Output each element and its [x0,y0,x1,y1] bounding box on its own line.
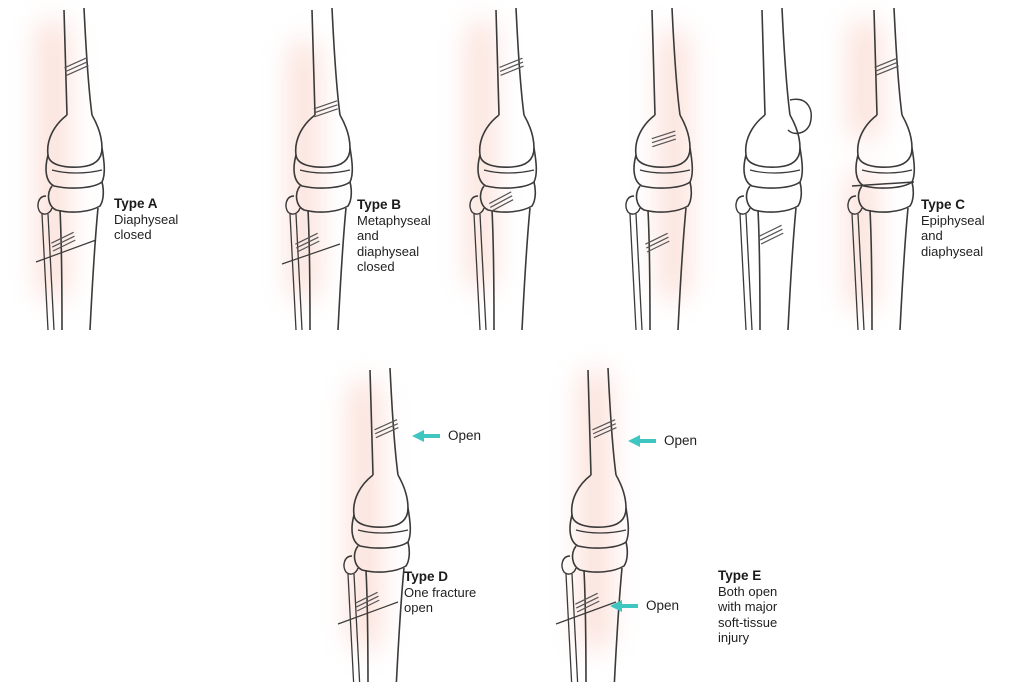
caption-line: injury [718,630,750,645]
open-label-d: Open [448,428,482,443]
caption-type-c: Type C Epiphyseal and diaphyseal [921,197,985,259]
leg-type-b [281,7,354,331]
open-arrow-e-top [628,435,656,447]
leg-type-e [555,367,630,682]
caption-type-e: Type E Both open with major soft-tissue … [718,568,777,646]
caption-line: diaphyseal [357,243,420,259]
caption-line: Metaphyseal [357,212,431,228]
caption-type-d: Type D One fracture open [404,569,476,616]
leg-type-a [35,7,106,331]
soft-tissue-glows [38,20,880,650]
caption-line: and [921,228,943,243]
open-arrow-d [412,430,440,442]
caption-line: diaphyseal [921,243,984,259]
open-label-e-top: Open [664,433,698,448]
caption-line: Epiphyseal [921,212,985,228]
caption-line: Diaphyseal [114,211,179,227]
caption-line: and [357,228,379,243]
caption-title: Type D [404,569,449,584]
caption-line: open [404,600,433,615]
leg-type-d [337,367,412,682]
open-arrow-e-bottom [610,600,638,612]
caption-line: with major [718,599,778,614]
caption-line: soft-tissue [718,614,778,630]
caption-type-b: Type B Metaphyseal and diaphyseal closed [357,197,431,275]
caption-title: Type E [718,568,762,583]
caption-title: Type C [921,197,966,212]
caption-title: Type B [357,197,402,212]
caption-line: One fracture [404,584,477,600]
caption-line: closed [357,259,395,274]
leg-type-c [847,7,916,331]
caption-type-a: Type A Diaphyseal closed [114,196,178,243]
caption-line: Both open [718,583,778,599]
open-label-e-bottom: Open [646,598,680,613]
leg-five [735,7,812,331]
caption-line: closed [114,227,152,242]
caption-title: Type A [114,196,158,211]
